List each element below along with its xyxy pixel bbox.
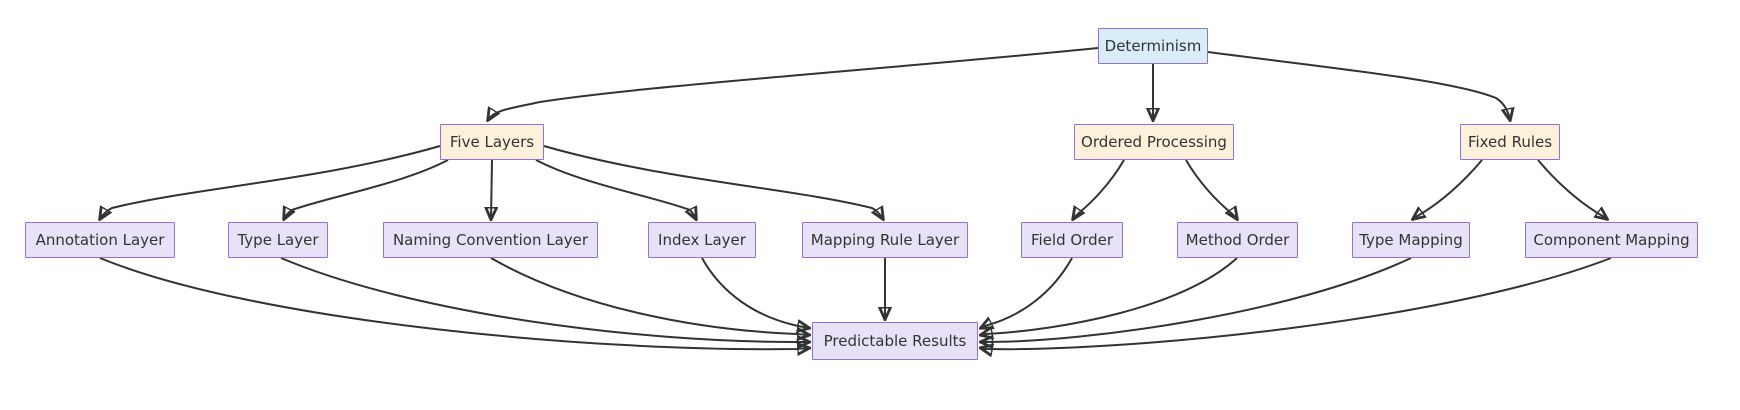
edge-ordered-processing-to-method-order: [1185, 159, 1237, 219]
edge-ordered-processing-to-field-order: [1073, 159, 1125, 219]
node-field-order: Field Order: [1021, 222, 1123, 258]
edge-fixed-rules-to-type-mapping: [1413, 159, 1483, 219]
node-five-layers: Five Layers: [440, 124, 544, 160]
node-type-layer: Type Layer: [228, 222, 328, 258]
edge-five-layers-to-annotation-layer: [100, 145, 441, 219]
edge-determinism-to-fixed-rules: [1207, 51, 1510, 120]
node-index-layer: Index Layer: [648, 222, 756, 258]
edge-five-layers-to-index-layer: [535, 159, 696, 219]
node-ordered-processing: Ordered Processing: [1074, 124, 1234, 160]
node-type-mapping: Type Mapping: [1352, 222, 1470, 258]
node-predictable-results: Predictable Results: [812, 322, 978, 360]
node-method-order: Method Order: [1177, 222, 1298, 258]
node-component-mapping: Component Mapping: [1525, 222, 1698, 258]
edge-index-layer-to-predictable-results: [701, 257, 809, 328]
node-determinism: Determinism: [1098, 28, 1208, 64]
node-mapping-rule-layer: Mapping Rule Layer: [802, 222, 968, 258]
edge-type-mapping-to-predictable-results: [981, 257, 1412, 342]
edge-five-layers-to-type-layer: [284, 159, 449, 219]
edge-annotation-layer-to-predictable-results: [99, 257, 809, 349]
edge-five-layers-to-mapping-rule-layer: [543, 145, 883, 219]
node-fixed-rules: Fixed Rules: [1460, 124, 1560, 160]
node-naming-convention-layer: Naming Convention Layer: [383, 222, 598, 258]
edge-method-order-to-predictable-results: [981, 257, 1238, 335]
edge-component-mapping-to-predictable-results: [981, 257, 1612, 349]
edge-type-layer-to-predictable-results: [280, 257, 809, 342]
edge-naming-convention-layer-to-predictable-results: [490, 257, 809, 335]
edge-fixed-rules-to-component-mapping: [1537, 159, 1607, 219]
node-annotation-layer: Annotation Layer: [25, 222, 175, 258]
edge-determinism-to-five-layers: [488, 47, 1099, 120]
edge-field-order-to-predictable-results: [981, 257, 1073, 328]
edge-five-layers-to-naming-convention-layer: [491, 159, 492, 219]
